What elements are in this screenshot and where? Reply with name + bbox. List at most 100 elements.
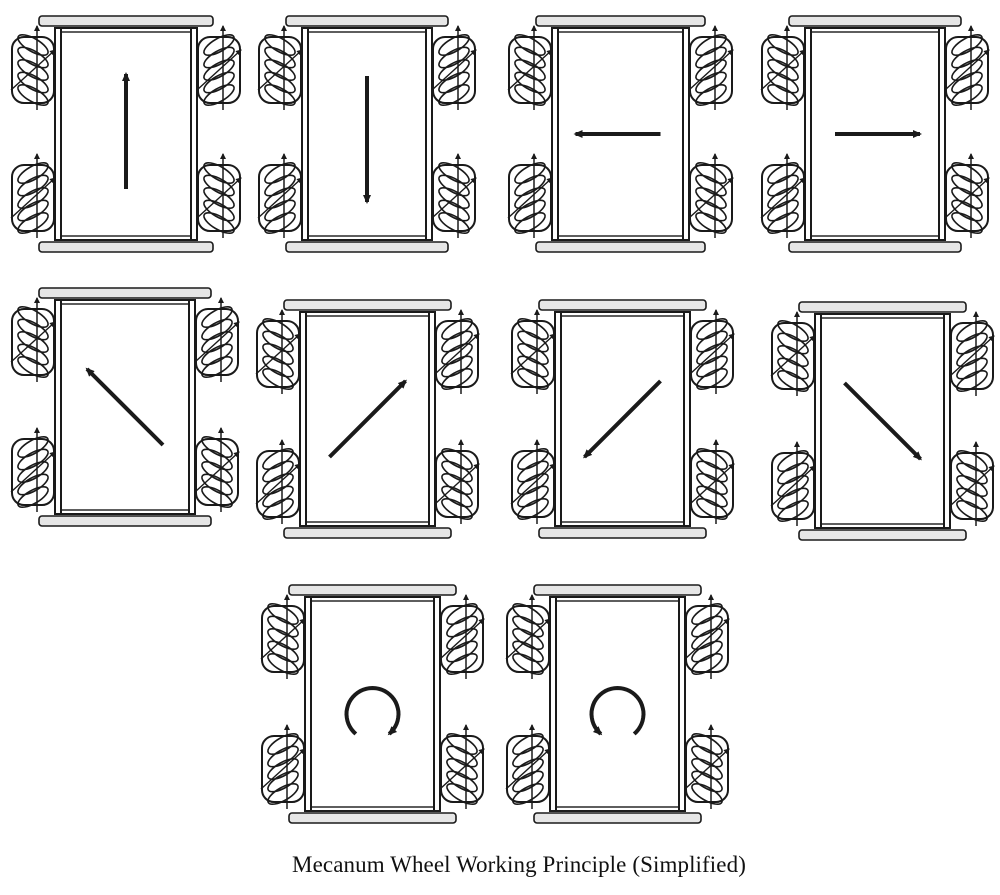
cross-bar-bottom [538, 527, 707, 539]
force-arrow [434, 463, 480, 505]
force-arrow [949, 465, 995, 507]
mecanum-wheel [260, 724, 306, 809]
force-arrow [257, 49, 303, 91]
force-arrow [431, 49, 477, 91]
force-arrow [760, 49, 806, 91]
force-arrow [510, 463, 556, 505]
force-arrow [260, 748, 306, 790]
force-arrow [689, 333, 735, 375]
mecanum-wheel [760, 25, 806, 110]
cross-bar-top [798, 301, 967, 313]
force-arrow [434, 333, 480, 375]
force-arrow [688, 177, 734, 219]
mecanum-wheel [10, 427, 56, 512]
force-arrow [255, 463, 301, 505]
mecanum-wheel [255, 439, 301, 524]
mecanum-wheel [434, 439, 480, 524]
mecanum-wheel [257, 153, 303, 238]
mecanum-wheel [949, 441, 995, 526]
cross-bar-top [538, 299, 707, 311]
chassis-frame [549, 596, 686, 812]
mecanum-wheel [507, 153, 553, 238]
motion-arrow-diagonal-backward-right [843, 381, 922, 461]
force-arrow [770, 465, 816, 507]
chassis-forward [10, 15, 242, 253]
cross-bar-bottom [533, 812, 702, 824]
mecanum-wheel [684, 594, 730, 679]
mecanum-wheel [684, 724, 730, 809]
mecanum-wheel [944, 153, 990, 238]
cross-bar-top [285, 15, 449, 27]
mecanum-wheel [194, 297, 240, 382]
figure-caption: Mecanum Wheel Working Principle (Simplif… [292, 852, 746, 877]
mecanum-wheel [760, 153, 806, 238]
mecanum-wheel [505, 724, 551, 809]
cross-bar-top [38, 15, 214, 27]
force-arrow [505, 748, 551, 790]
motion-arrow-diagonal-backward-left [583, 379, 662, 459]
force-arrow [689, 463, 735, 505]
chassis-frame [299, 311, 436, 527]
mecanum-wheel [439, 594, 485, 679]
force-arrow [770, 335, 816, 377]
chassis-diagonal-backward-left [510, 299, 735, 539]
cross-bar-bottom [535, 241, 706, 253]
mecanum-wheel [10, 25, 56, 110]
cross-bar-bottom [288, 812, 457, 824]
mecanum-wheel [431, 25, 477, 110]
rotate-counterclockwise-arrow [589, 685, 646, 736]
mecanum-wheel [688, 25, 734, 110]
mecanum-wheel [770, 311, 816, 396]
mecanum-wheel [949, 311, 995, 396]
force-arrow [760, 177, 806, 219]
mecanum-wheel [10, 297, 56, 382]
force-arrow [10, 321, 56, 363]
mecanum-wheel [944, 25, 990, 110]
cross-bar-top [283, 299, 452, 311]
cross-bar-top [288, 584, 457, 596]
mecanum-wheel [255, 309, 301, 394]
cross-bar-bottom [38, 241, 214, 253]
force-arrow [439, 618, 485, 660]
force-arrow [510, 333, 556, 375]
mecanum-wheel [439, 724, 485, 809]
chassis-frame [304, 596, 441, 812]
force-arrow [507, 177, 553, 219]
force-arrow [439, 748, 485, 790]
force-arrow [255, 333, 301, 375]
mecanum-wheel [260, 594, 306, 679]
force-arrow [507, 49, 553, 91]
mecanum-wheel [505, 594, 551, 679]
chassis-diagonal-forward-left [10, 287, 240, 527]
force-arrow [194, 321, 240, 363]
cross-bar-bottom [798, 529, 967, 541]
force-arrow [260, 618, 306, 660]
force-arrow [10, 177, 56, 219]
mecanum-wheel [434, 309, 480, 394]
mecanum-wheel [510, 309, 556, 394]
force-arrow [194, 451, 240, 493]
cross-bar-top [535, 15, 706, 27]
force-arrow [688, 49, 734, 91]
motion-arrow-diagonal-forward-right [328, 379, 407, 459]
mecanum-wheel [689, 439, 735, 524]
force-arrow [505, 618, 551, 660]
force-arrow [949, 335, 995, 377]
mecanum-wheel [10, 153, 56, 238]
chassis-right [760, 15, 990, 253]
cross-bar-top [38, 287, 212, 299]
cross-bar-top [788, 15, 962, 27]
force-arrow [196, 49, 242, 91]
mecanum-wheel [196, 153, 242, 238]
force-arrow [944, 49, 990, 91]
rotate-clockwise-arrow [344, 685, 401, 736]
chassis-frame [54, 299, 196, 515]
chassis-diagonal-backward-right [770, 301, 995, 541]
chassis-diagonal-forward-right [255, 299, 480, 539]
force-arrow [684, 618, 730, 660]
chassis-rotate-clockwise [260, 584, 485, 824]
mecanum-wheel [770, 441, 816, 526]
cross-bar-bottom [285, 241, 449, 253]
mecanum-wheel [431, 153, 477, 238]
